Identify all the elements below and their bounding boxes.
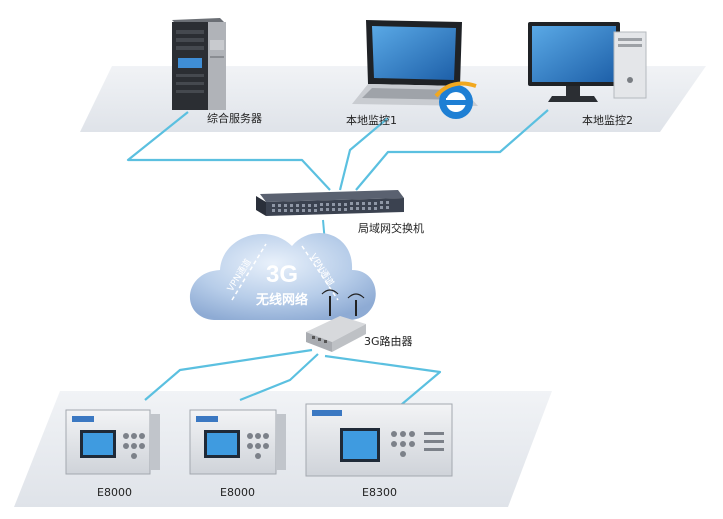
server-icon [172,18,226,110]
field-links [144,348,442,411]
relay-b-label: E8000 [220,486,255,499]
lan-links [126,109,549,191]
router-label: 3G路由器 [364,335,413,348]
desktop-computer-icon [528,22,647,102]
monitor2-label: 本地监控2 [582,114,633,127]
server-label: 综合服务器 [207,112,262,125]
protection-relay-icon [189,409,286,475]
router-icon [306,289,366,352]
protection-relay-icon [65,409,160,475]
relay-c-label: E8300 [362,486,397,499]
monitor1-label: 本地监控1 [346,114,397,127]
network-switch-icon [256,190,404,216]
relay-a-label: E8000 [97,486,132,499]
protection-relay-icon [305,403,453,477]
cloud-subtitle: 无线网络 [255,292,308,308]
switch-label: 局域网交换机 [358,222,424,235]
ie-browser-icon [434,81,477,119]
cloud-title: 3G [266,261,298,288]
